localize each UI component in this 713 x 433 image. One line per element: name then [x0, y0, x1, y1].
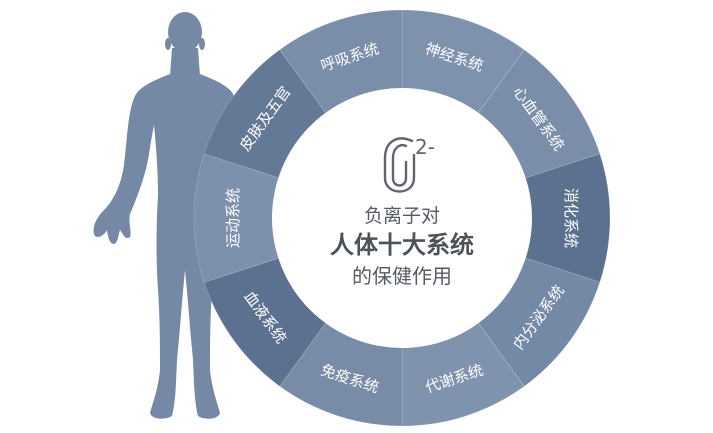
center-title-line1: 负离子对 [364, 205, 440, 227]
oxygen-ion-icon [383, 137, 416, 193]
segment-label: 运动系统 [224, 188, 242, 248]
center-title-line3: 的保健作用 [352, 264, 452, 288]
superscript-charge: 2- [415, 135, 435, 159]
center-title-line2: 人体十大系统 [330, 231, 474, 259]
inner-circle [272, 88, 532, 348]
segment-label: 消化系统 [562, 188, 580, 248]
system-ring: 神经系统心血管系统消化系统内分泌系统代谢系统免疫系统血液系统运动系统皮肤及五官呼… [193, 9, 611, 427]
